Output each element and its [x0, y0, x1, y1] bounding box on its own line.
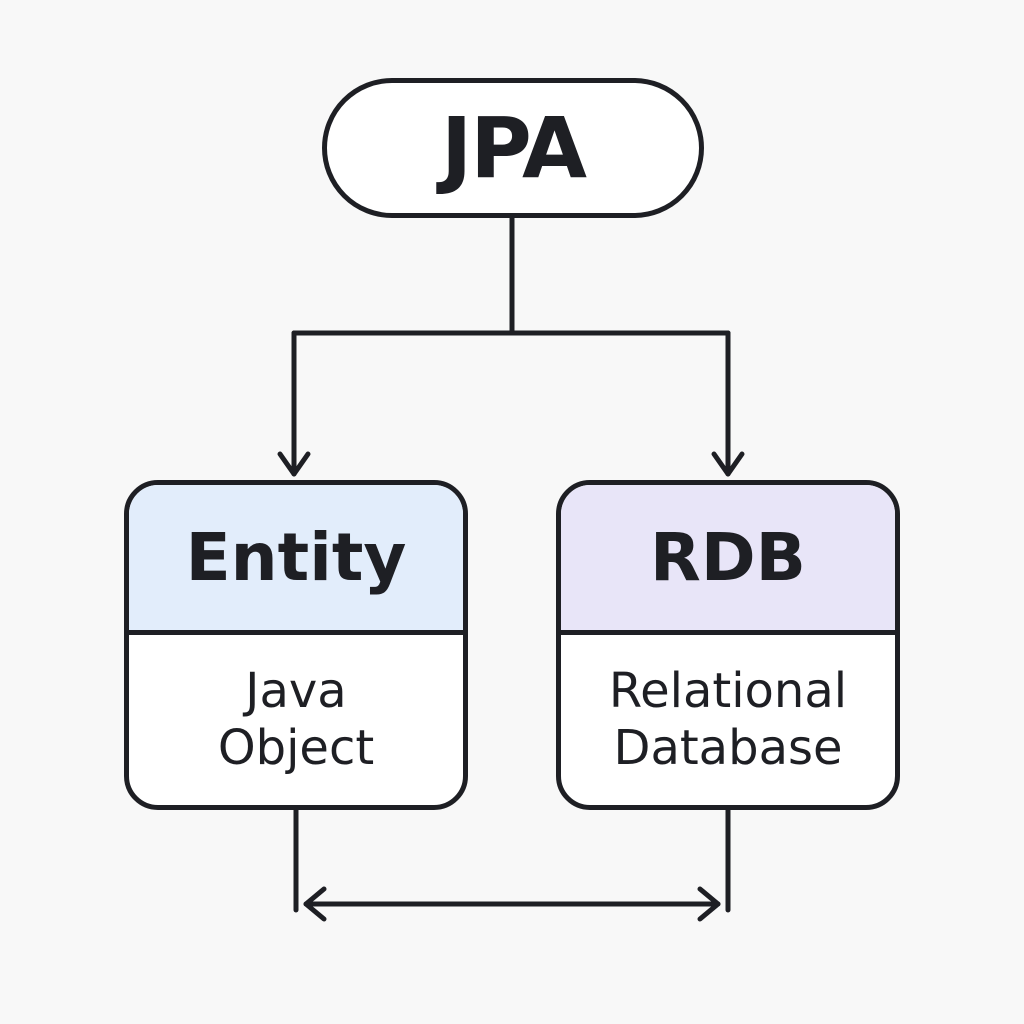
rdb-line-2: Database	[613, 720, 843, 776]
rdb-line-1: Relational	[608, 663, 848, 720]
right-arrowhead	[711, 451, 745, 477]
mapping-arrowhead-left	[303, 886, 327, 922]
rdb-title: RDB	[650, 518, 806, 596]
entity-card: Entity Java Object	[124, 480, 468, 810]
jpa-node: JPA	[322, 78, 704, 218]
rdb-card: RDB Relational Database	[556, 480, 900, 810]
entity-header: Entity	[129, 485, 463, 635]
rdb-header: RDB	[561, 485, 895, 635]
left-arrowhead	[277, 451, 311, 477]
rdb-body: Relational Database	[561, 635, 895, 805]
mapping-arrowhead-right	[697, 886, 721, 922]
entity-body: Java Object	[129, 635, 463, 805]
entity-title: Entity	[185, 518, 407, 596]
entity-line-1: Java	[245, 663, 347, 720]
jpa-label: JPA	[440, 99, 587, 197]
entity-line-2: Object	[217, 720, 375, 776]
